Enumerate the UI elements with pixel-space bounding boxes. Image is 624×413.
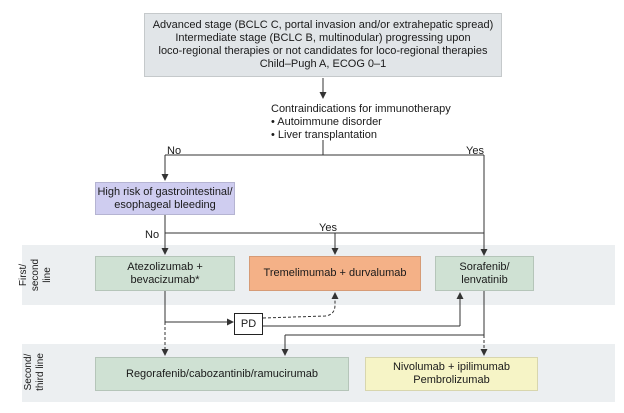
- edge-pd-dashed-treme: [262, 292, 339, 319]
- contraindications-text: Contraindications for immunotherapy • Au…: [271, 103, 451, 141]
- nivolumab-pembrolizumab-box: Nivolumab + ipilimumab Pembrolizumab: [365, 357, 538, 391]
- edge-label-yes-mid: Yes: [319, 222, 337, 234]
- edge-label-no-top: No: [167, 145, 182, 157]
- gi-bleeding-risk-box: High risk of gastrointestinal/ esophagea…: [95, 182, 235, 215]
- sorafenib-lenvatinib-box: Sorafenib/ lenvatinib: [435, 256, 534, 291]
- progressive-disease-box: PD: [234, 313, 263, 335]
- regorafenib-cabozantinib-ramucirumab-box: Regorafenib/cabozantinib/ramucirumab: [95, 357, 349, 391]
- edge-label-no-mid: No: [145, 229, 160, 241]
- inclusion-criteria-box: Advanced stage (BCLC C, portal invasion …: [144, 13, 502, 77]
- edge-label-yes-top: Yes: [466, 145, 484, 157]
- tremelimumab-durvalumab-box: Tremelimumab + durvalumab: [249, 256, 421, 291]
- atezolizumab-bevacizumab-box: Atezolizumab + bevacizumab*: [95, 256, 235, 291]
